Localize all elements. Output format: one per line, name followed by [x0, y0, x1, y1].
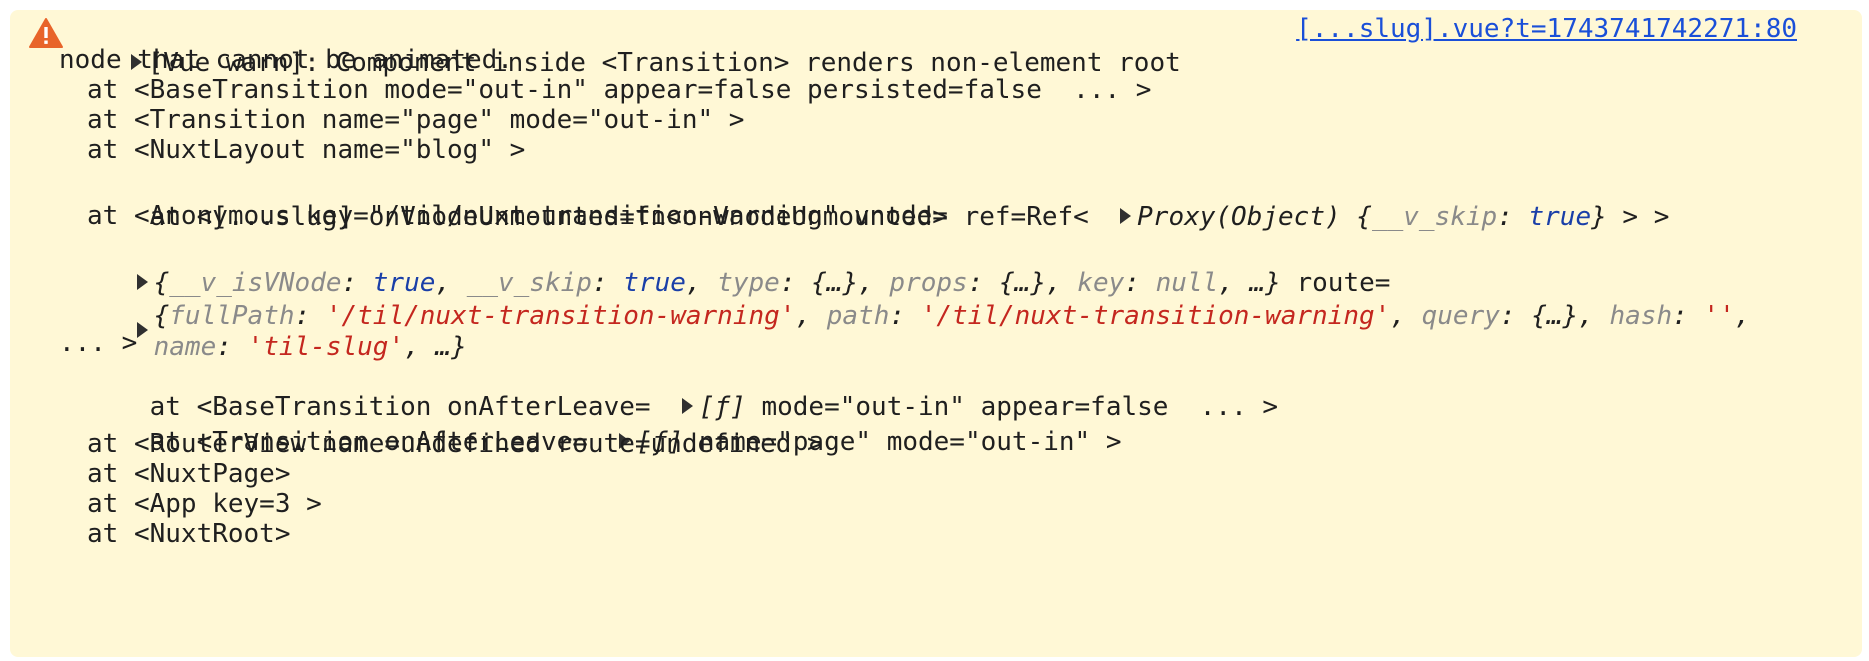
stack-frame-nuxt-page: at <NuxtPage>	[87, 459, 291, 489]
route-value: ''	[1703, 301, 1735, 331]
vnode-brace: {	[153, 268, 170, 298]
vnode-value: true	[623, 268, 686, 298]
triangle-right-icon[interactable]	[136, 321, 148, 338]
vnode-key: key	[1077, 268, 1125, 298]
vnode-object-line: {__v_isVNode: true, __v_skip: true, type…	[74, 232, 1390, 298]
triangle-right-icon[interactable]	[1120, 207, 1132, 224]
route-key: query	[1421, 301, 1500, 331]
slug-frame-suffix: > >	[1606, 202, 1670, 232]
stack-frame-base-transition: at <BaseTransition mode="out-in" appear=…	[87, 75, 1152, 105]
triangle-right-icon[interactable]	[130, 53, 142, 70]
stack-frame-nuxt-root: at <NuxtRoot>	[87, 519, 291, 549]
route-value: '/til/nuxt-transition-warning'	[325, 301, 796, 331]
vnode-key: __v_isVNode	[169, 268, 342, 298]
vnode-value: {…}	[999, 268, 1046, 298]
vnode-value: {…}	[811, 268, 859, 298]
proxy-object-label[interactable]: Proxy(Object)	[1137, 202, 1341, 232]
anonymous-ellipsis: ... >	[59, 328, 138, 358]
route-value: 'til-slug'	[247, 332, 405, 362]
vnode-key: props	[889, 268, 968, 298]
function-ref[interactable]: [ƒ]	[698, 392, 746, 422]
transition-2-suffix: name="page" mode="out-in" >	[683, 427, 1122, 457]
vnode-key: type	[717, 268, 780, 298]
triangle-right-icon[interactable]	[681, 397, 693, 414]
stack-frame-nuxt-layout: at <NuxtLayout name="blog" >	[87, 135, 526, 165]
proxy-object-brace: {	[1356, 202, 1372, 232]
vnode-value: null	[1155, 268, 1219, 298]
warning-message-line2: node that cannot be animated.	[59, 45, 513, 75]
stack-frame-transition-2: at <Transition onAfterLeave= [ƒ] name="p…	[87, 391, 1122, 457]
warning-message-line1: [Vue warn]: Component inside <Transition…	[147, 48, 1181, 78]
proxy-object-brace-close: }	[1591, 202, 1607, 232]
vnode-value: true	[372, 268, 436, 298]
slug-frame-prefix: at <[...slug] onVnodeUnmounted=fn<onVnod…	[149, 202, 1089, 232]
route-object-line1: {fullPath: '/til/nuxt-transition-warning…	[153, 301, 1751, 331]
stack-frame-router-view: at <RouterView name=undefined route=unde…	[87, 429, 823, 459]
proxy-object-value: true	[1528, 202, 1592, 232]
console-warning-message: [Vue warn]: Component inside <Transition…	[10, 10, 1862, 657]
transition-2-prefix: at <Transition onAfterLeave=	[149, 427, 588, 457]
triangle-right-icon[interactable]	[136, 273, 148, 290]
route-tail: , …}	[404, 332, 467, 362]
route-key: fullPath	[169, 301, 295, 331]
source-link[interactable]: [...slug].vue?t=1743741742271:80	[1296, 14, 1797, 44]
vnode-key: __v_skip	[466, 268, 592, 298]
route-value: '/til/nuxt-transition-warning'	[920, 301, 1391, 331]
function-ref[interactable]: [ƒ]	[636, 427, 684, 457]
proxy-object-key: __v_skip	[1371, 202, 1498, 232]
stack-frame-transition: at <Transition name="page" mode="out-in"…	[87, 105, 745, 135]
base-transition-2-suffix: mode="out-in" appear=false ... >	[745, 392, 1279, 422]
route-brace: {	[153, 301, 170, 331]
route-object-toggle[interactable]	[74, 280, 154, 338]
route-key: hash	[1609, 301, 1673, 331]
route-label: route=	[1280, 268, 1391, 298]
vnode-tail: , …}	[1218, 268, 1281, 298]
route-object-line2: name: 'til-slug', …}	[153, 332, 467, 362]
stack-frame-app: at <App key=3 >	[87, 489, 322, 519]
route-value: {…}	[1531, 301, 1579, 331]
stack-frame-anonymous: at <Anonymous key="/til/nuxt-transition-…	[87, 201, 948, 231]
triangle-right-icon[interactable]	[619, 432, 631, 449]
stack-frame-base-transition-2: at <BaseTransition onAfterLeave= [ƒ] mod…	[87, 356, 1278, 422]
proxy-object-colon: :	[1497, 202, 1529, 232]
warning-triangle-icon	[29, 18, 63, 48]
stack-frame-slug: at <[...slug] onVnodeUnmounted=fn<onVnod…	[87, 166, 1670, 232]
base-transition-2-prefix: at <BaseTransition onAfterLeave=	[149, 392, 651, 422]
route-key: path	[826, 301, 890, 331]
warning-header-line: [Vue warn]: Component inside <Transition…	[68, 12, 1181, 78]
route-key: name	[153, 332, 217, 362]
